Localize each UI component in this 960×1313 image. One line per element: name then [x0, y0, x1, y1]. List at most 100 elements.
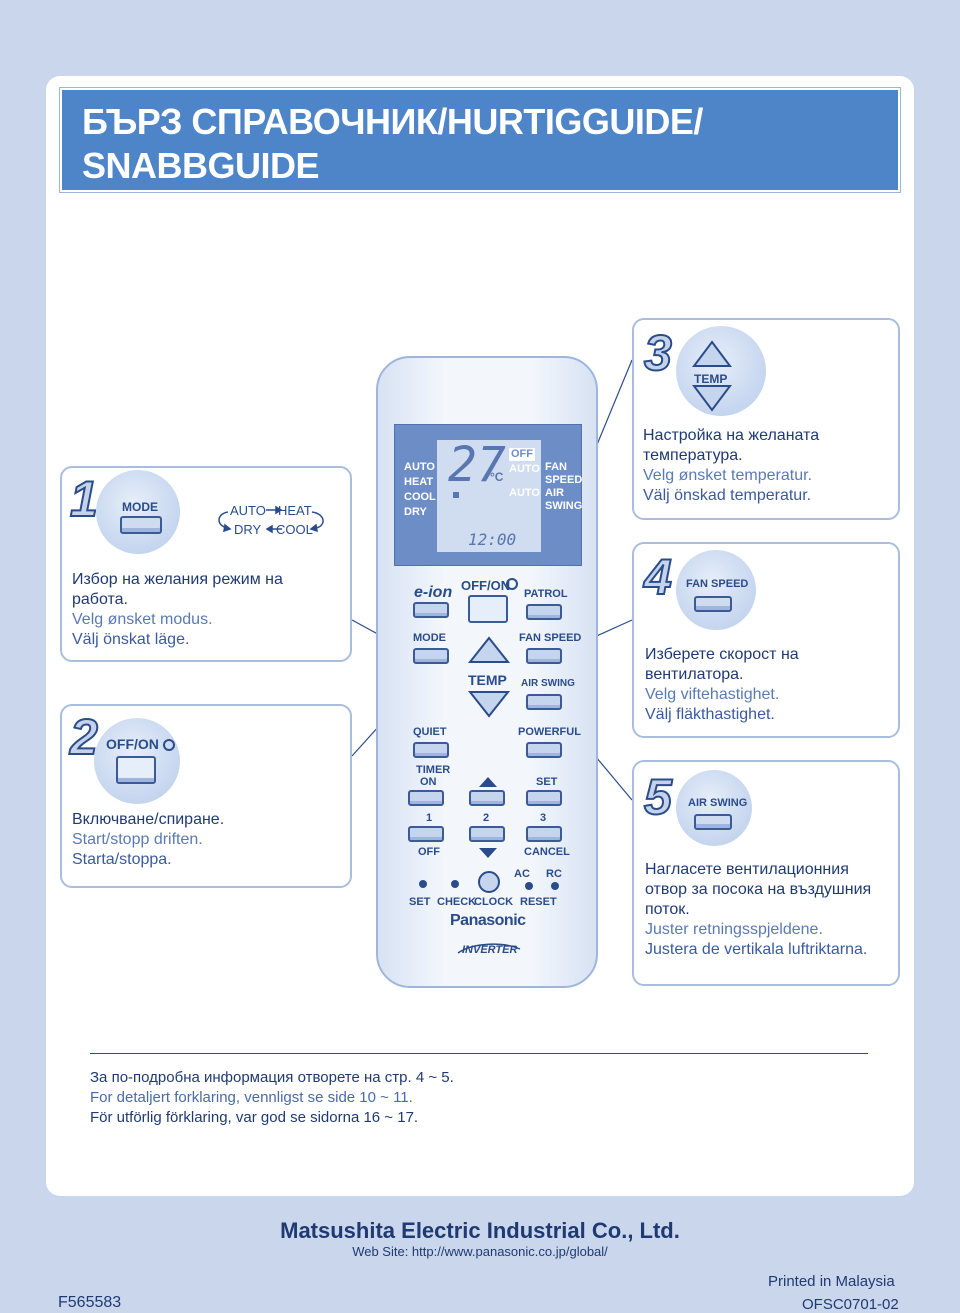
- step2-text-sv: Starta/stoppa.: [72, 851, 172, 868]
- ac-label: AC: [514, 868, 530, 880]
- step3-text-sv: Välj önskad temperatur.: [643, 487, 812, 504]
- screen-modes: AUTO HEAT COOL DRY: [404, 461, 436, 519]
- eion-button[interactable]: [413, 602, 449, 618]
- timer-up-arrow-icon: [479, 777, 497, 787]
- remote-fanspeed-button[interactable]: [526, 648, 562, 664]
- more-info-bg: За по-подробна информация отворете на ст…: [90, 1069, 454, 1086]
- screen-fan-word: FAN: [545, 461, 567, 473]
- rc-reset-pin-hole[interactable]: [551, 882, 559, 890]
- remote-offon-button[interactable]: [468, 595, 508, 623]
- step1-mode-button[interactable]: [120, 516, 162, 534]
- patrol-button[interactable]: [526, 604, 562, 620]
- remote-mode-button[interactable]: [413, 648, 449, 664]
- bottom-set-label: SET: [409, 896, 431, 908]
- step4-number: 4: [643, 549, 673, 605]
- screen-speed-word: SPEED: [545, 474, 583, 486]
- inverter-text: INVERTER: [462, 944, 518, 956]
- website: Web Site: http://www.panasonic.co.jp/glo…: [352, 1244, 608, 1259]
- step2-offon-label: OFF/ON: [106, 736, 175, 752]
- screen-fan-auto-2: AUTO: [509, 487, 540, 499]
- remote-temp-arrows-icon[interactable]: [464, 634, 514, 720]
- temp-up-down-icon[interactable]: [690, 338, 734, 416]
- remote-airswing-label: AIR SWING: [521, 678, 575, 689]
- num3-label: 3: [540, 812, 547, 824]
- code-left: F565583: [58, 1294, 122, 1311]
- check-label: CHECK: [437, 896, 477, 908]
- check-pin-hole[interactable]: [451, 880, 459, 888]
- step3-button-circle: [676, 326, 766, 416]
- remote-airswing-button[interactable]: [526, 694, 562, 710]
- step3-text-no: Velg ønsket temperatur.: [643, 467, 812, 484]
- code-right: OFSC0701-02: [802, 1296, 899, 1313]
- clock-button[interactable]: [478, 871, 500, 893]
- timer-cancel-button[interactable]: [526, 826, 562, 842]
- step3-panel: [632, 318, 900, 520]
- step5-text-sv: Justera de vertikala luftriktarna.: [645, 941, 868, 958]
- screen-mode-auto: AUTO: [404, 461, 435, 473]
- step4-description: Изберете скорост на вентилатора. Velg vi…: [645, 645, 895, 725]
- step3-description: Настройка на желаната температура. Velg …: [643, 426, 893, 506]
- screen-indicator-dot: [453, 492, 459, 498]
- screen-mode-dry: DRY: [404, 506, 427, 518]
- set-pin-hole[interactable]: [419, 880, 427, 888]
- step2-offon-button[interactable]: [116, 756, 156, 784]
- power-icon: [162, 739, 175, 752]
- quiet-button[interactable]: [413, 742, 449, 758]
- panasonic-logo: Panasonic: [450, 912, 526, 929]
- inverter-swoosh-icon: [457, 943, 521, 954]
- inverter-logo: INVERTER: [456, 940, 522, 958]
- timer-off-button[interactable]: [408, 826, 444, 842]
- on-word: ON: [420, 776, 437, 788]
- step4-text-sv: Välj fläkthastighet.: [645, 706, 775, 723]
- step1-text-bg: Избор на желания режим на работа.: [72, 571, 283, 608]
- page-title-line2: SNABBGUIDE: [82, 145, 320, 186]
- step5-text-no: Juster retningsspjeldene.: [645, 921, 823, 938]
- patrol-label: PATROL: [524, 588, 568, 600]
- screen-air-word: AIR: [545, 487, 564, 499]
- timer-on-button[interactable]: [408, 790, 444, 806]
- screen-temperature: 27: [448, 437, 506, 493]
- step1-mode-label: MODE: [122, 500, 158, 514]
- rc-label: RC: [546, 868, 562, 880]
- more-info-no: For detaljert forklaring, vennligst se s…: [90, 1089, 413, 1106]
- step2-description: Включване/спиране. Start/stopp driften. …: [72, 810, 342, 870]
- eion-label: e-ion: [414, 584, 453, 601]
- remote-mode-label: MODE: [413, 632, 446, 644]
- ac-reset-pin-hole[interactable]: [525, 882, 533, 890]
- title-banner: БЪРЗ СПРАВОЧНИК/HURTIGGUIDE/ SNABBGUIDE: [59, 87, 901, 193]
- step1-text-sv: Välj önskat läge.: [72, 631, 190, 648]
- more-info: За по-подробна информация отворете на ст…: [90, 1068, 454, 1128]
- timer-down-button[interactable]: [469, 826, 505, 842]
- step5-button-circle: [676, 770, 752, 846]
- step3-temp-label: TEMP: [694, 372, 728, 386]
- step1-number: 1: [69, 471, 99, 527]
- step4-button-circle: [676, 550, 756, 630]
- mode-cycle-arrows-icon: [218, 505, 324, 534]
- powerful-button[interactable]: [526, 742, 562, 758]
- cancel-label: CANCEL: [524, 846, 570, 858]
- clock-label: CLOCK: [474, 896, 514, 908]
- step1-text-no: Velg ønsket modus.: [72, 611, 213, 628]
- step4-text-bg: Изберете скорост на вентилатора.: [645, 646, 799, 683]
- step3-number: 3: [643, 325, 673, 381]
- timer-set-button[interactable]: [526, 790, 562, 806]
- remote-temp-label: TEMP: [468, 672, 507, 688]
- step5-airswing-button[interactable]: [694, 814, 732, 830]
- timer-on-label: TIMER ON: [416, 764, 450, 788]
- timer-down-arrow-icon: [479, 848, 497, 858]
- step1-panel: [60, 466, 352, 662]
- step5-text-bg: Нагласете вентилационния отвор за посока…: [645, 861, 872, 918]
- step4-text-no: Velg viftehastighet.: [645, 686, 780, 703]
- screen-fan-auto-1: AUTO: [509, 463, 540, 475]
- power-symbol-icon: [506, 578, 518, 590]
- screen-mode-cool: COOL: [404, 491, 436, 503]
- screen-fan-speed-label: FAN SPEED AIR SWING: [545, 461, 582, 513]
- screen-temp-unit: °C: [490, 470, 504, 484]
- reset-label: RESET: [520, 896, 557, 908]
- step2-text-no: Start/stopp driften.: [72, 831, 203, 848]
- step4-fanspeed-button[interactable]: [694, 596, 732, 612]
- remote-fanspeed-label: FAN SPEED: [519, 632, 582, 644]
- divider: [90, 1053, 868, 1054]
- mode-auto-label: AUTO: [230, 503, 266, 518]
- timer-up-button[interactable]: [469, 790, 505, 806]
